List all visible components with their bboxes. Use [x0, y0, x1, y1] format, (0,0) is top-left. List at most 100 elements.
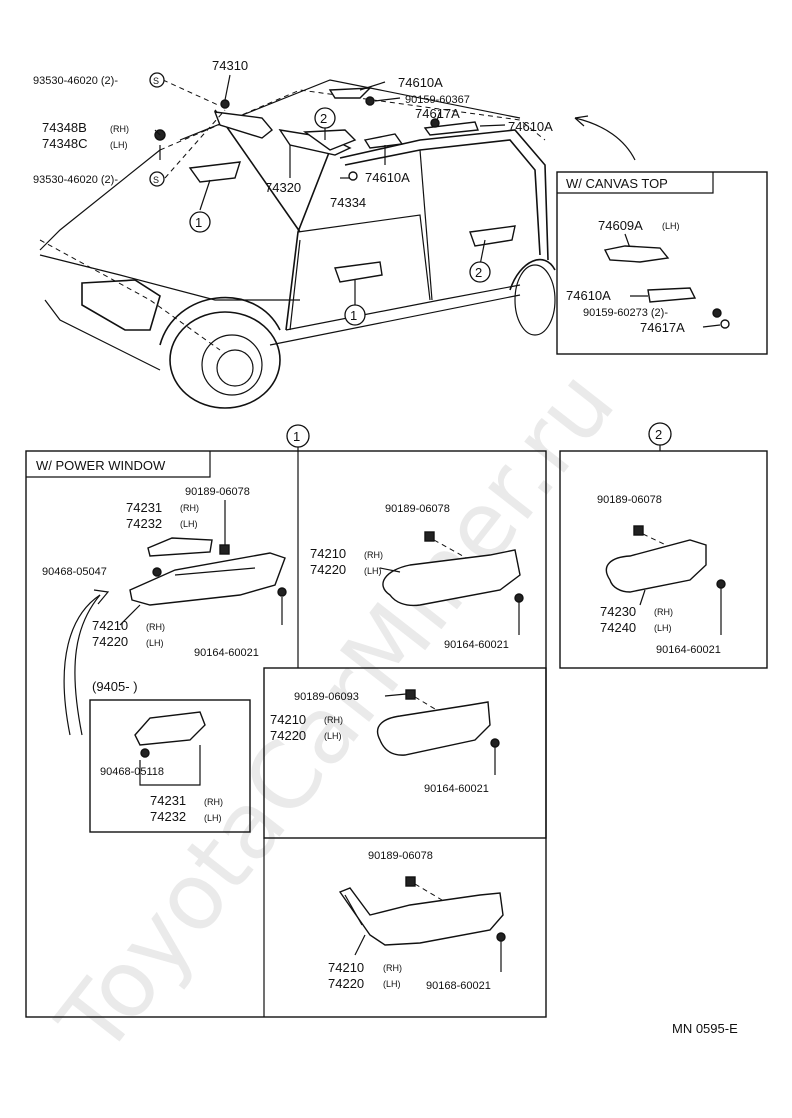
label-90159-60367: 90159-60367 [405, 94, 470, 106]
clip-90189-pw [219, 544, 230, 555]
label-74348b: 74348B [42, 120, 87, 135]
label-74348c: 74348C [42, 136, 88, 151]
label-74220-pw: 74220 [92, 634, 128, 649]
label-74210-pw: 74210 [92, 618, 128, 633]
screw-90168 [496, 932, 506, 942]
clip-90189-06093 [405, 689, 416, 700]
label-74232-pw-lh: (LH) [180, 519, 198, 529]
armrest-74210-s1 [382, 549, 521, 607]
label-90189-06078-s1: 90189-06078 [385, 503, 450, 515]
callout-1-dash-text: 1 [195, 215, 202, 230]
label-74609a-lh: (LH) [662, 221, 680, 231]
label-90468-05118: 90468-05118 [100, 766, 164, 778]
label-90189-06078-s2: 90189-06078 [597, 494, 662, 506]
screw-90159-60273 [712, 308, 722, 318]
label-74220-s1-lh: (LH) [364, 566, 382, 576]
callout-1-door [344, 304, 366, 326]
label-74240: 74240 [600, 620, 636, 635]
label-93530-46020-a: 93530-46020 (2)- [33, 75, 118, 87]
label-90189-06078-pw: 90189-06078 [185, 486, 250, 498]
screw-90164-pw [277, 587, 287, 597]
label-90164-s1: 90164-60021 [444, 639, 509, 651]
clip-74617a-canvas [720, 319, 730, 329]
label-74231-new-rh: (RH) [204, 797, 223, 807]
label-74220-mid: 74220 [270, 728, 306, 743]
callout-2-visor [314, 107, 336, 129]
label-74220-bot-lh: (LH) [383, 979, 401, 989]
label-74232-new: 74232 [150, 809, 186, 824]
label-74220-s1: 74220 [310, 562, 346, 577]
callout-1-door-text: 1 [350, 308, 357, 323]
label-74334: 74334 [330, 195, 366, 210]
s-symbol-a-text: S [153, 76, 159, 86]
label-74348c-lh: (LH) [110, 140, 128, 150]
label-74210-mid: 74210 [270, 712, 306, 727]
callout-2-section-text: 2 [655, 427, 662, 442]
label-90189-06093: 90189-06093 [294, 691, 359, 703]
label-74232-new-lh: (LH) [204, 813, 222, 823]
label-74210-bot: 74210 [328, 960, 364, 975]
label-90468-05047: 90468-05047 [42, 566, 107, 578]
clip-74617a [430, 118, 440, 128]
label-74231-pw-rh: (RH) [180, 503, 199, 513]
switch-base-74231 [147, 537, 213, 557]
label-74320: 74320 [265, 180, 301, 195]
label-74610a-3: 74610A [365, 170, 410, 185]
label-90189-06078-bot: 90189-06078 [368, 850, 433, 862]
diagram-code: MN 0595-E [672, 1021, 738, 1036]
visor-holder-2 [302, 129, 357, 151]
label-74617a: 74617A [415, 106, 460, 121]
armrest-74210-bot [338, 887, 504, 946]
label-90168-60021: 90168-60021 [426, 980, 491, 992]
label-74230-rh: (RH) [654, 607, 673, 617]
label-90164-mid: 90164-60021 [424, 783, 489, 795]
grip-74610a-roof [328, 87, 372, 99]
section-2-box [559, 450, 768, 669]
label-74240-lh: (LH) [654, 623, 672, 633]
label-74617a-canvas: 74617A [640, 320, 685, 335]
clip-90189-bot [405, 876, 416, 887]
clip-90468-05118 [140, 748, 150, 758]
label-74348b-rh: (RH) [110, 124, 129, 134]
s-symbol-a [149, 72, 165, 88]
clip-90468-05047 [152, 567, 162, 577]
screw-90164-s1 [514, 593, 524, 603]
armrest-74210-mid [376, 701, 491, 756]
label-74609a: 74609A [598, 218, 643, 233]
clip-90189-s2 [633, 525, 644, 536]
section-1-mid-box [263, 667, 547, 839]
sun-visor-74310 [213, 111, 273, 139]
label-74310: 74310 [212, 58, 248, 73]
label-90164-pw: 90164-60021 [194, 647, 259, 659]
label-74610a-canvas: 74610A [566, 288, 611, 303]
label-74210-mid-rh: (RH) [324, 715, 343, 725]
label-74220-pw-lh: (LH) [146, 638, 164, 648]
label-74230: 74230 [600, 604, 636, 619]
grip-74609a [603, 245, 670, 263]
label-74610a-2: 74610A [508, 119, 553, 134]
car-body-illustration [39, 79, 556, 409]
callout-2-door-text: 2 [475, 265, 482, 280]
label-74231-new: 74231 [150, 793, 186, 808]
label-74210-pw-rh: (RH) [146, 622, 165, 632]
label-90164-s2: 90164-60021 [656, 644, 721, 656]
screw-90159-60367 [365, 96, 375, 106]
screw-upper [220, 99, 230, 109]
power-window-title: W/ POWER WINDOW [36, 458, 166, 473]
s-symbol-b [149, 171, 165, 187]
callout-1-section-text: 1 [293, 429, 300, 444]
grip-74610a-canvas [647, 287, 697, 303]
callout-1-dash [189, 211, 211, 233]
label-74210-s1-rh: (RH) [364, 550, 383, 560]
cap-74334 [348, 171, 358, 181]
dash-armrest-left [188, 161, 241, 183]
screw-90164-mid [490, 738, 500, 748]
s-symbol-b-text: S [153, 175, 159, 185]
label-74232-pw: 74232 [126, 516, 162, 531]
callout-2-door [469, 261, 491, 283]
armrest-74230 [605, 539, 707, 593]
label-74610a-1: 74610A [398, 75, 443, 90]
canvas-top-title: W/ CANVAS TOP [566, 176, 668, 191]
clip-90189-s1 [424, 531, 435, 542]
